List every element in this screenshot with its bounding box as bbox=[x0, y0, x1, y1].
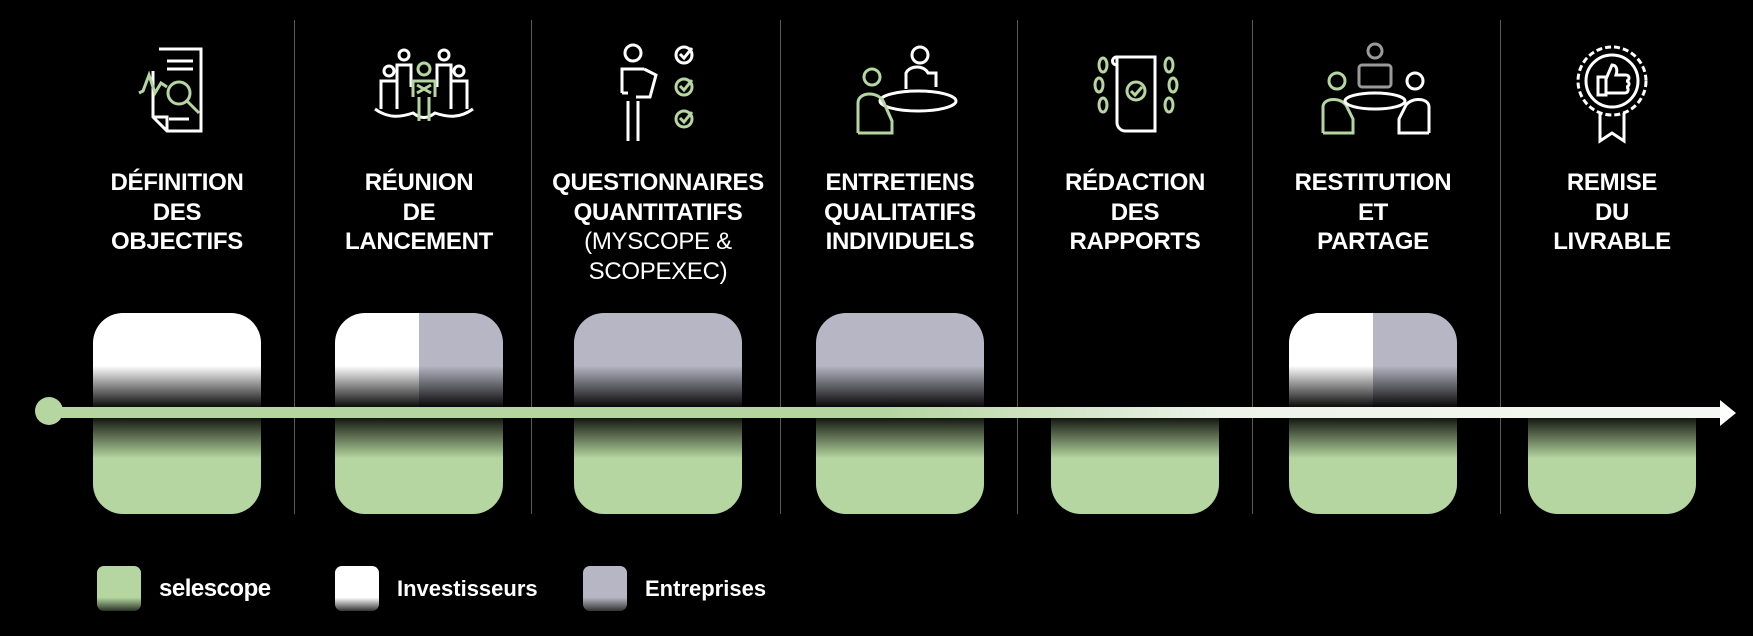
step-title-line: REMISE bbox=[1566, 169, 1658, 196]
participant-selescope bbox=[816, 413, 984, 514]
column-divider bbox=[294, 20, 295, 514]
step-title-line: QUALITATIFS bbox=[824, 198, 976, 226]
timeline-bar bbox=[50, 407, 1722, 418]
legend-item-entreprises: Entreprises bbox=[583, 566, 766, 611]
step-participants-box bbox=[574, 313, 742, 514]
step-title-line: RESTITUTION bbox=[1294, 169, 1452, 196]
step-title-line: RÉUNION bbox=[364, 169, 474, 196]
step-title-line: LANCEMENT bbox=[345, 228, 493, 255]
timeline-start-dot bbox=[35, 397, 63, 425]
step-title-line: OBJECTIFS bbox=[111, 228, 243, 255]
legend-label: Entreprises bbox=[645, 575, 767, 601]
legend-item-investisseurs: Investisseurs bbox=[335, 566, 538, 611]
column-divider bbox=[780, 20, 781, 514]
client-participants bbox=[1528, 313, 1696, 409]
step-subtitle-line: (MYSCOPE & bbox=[584, 228, 732, 255]
legend-label: selescope bbox=[159, 574, 271, 602]
client-participants bbox=[93, 313, 261, 409]
legend-swatch-gray bbox=[583, 566, 627, 611]
step-subtitle-line: SCOPEXEC) bbox=[588, 257, 728, 285]
client-participants bbox=[1289, 313, 1457, 409]
participant-entreprises bbox=[816, 313, 984, 409]
participant-investisseurs bbox=[335, 313, 419, 409]
legend-swatch-white bbox=[335, 566, 379, 611]
step-title-line: ENTRETIENS bbox=[825, 169, 975, 196]
legend-label: Investisseurs bbox=[397, 575, 538, 601]
interview-icon bbox=[856, 45, 958, 135]
participant-selescope bbox=[1289, 413, 1457, 514]
participant-investisseurs bbox=[1289, 313, 1373, 409]
team-meeting-icon bbox=[374, 48, 474, 121]
client-participants bbox=[335, 313, 503, 409]
step-participants-box bbox=[1051, 313, 1219, 514]
participant-entreprises bbox=[1373, 313, 1457, 409]
step-title-line: DÉFINITION bbox=[110, 169, 244, 196]
step-participants-box bbox=[1289, 313, 1457, 514]
step-title-line: PARTAGE bbox=[1317, 228, 1429, 255]
step-title-line: DES bbox=[152, 198, 202, 226]
client-participants bbox=[1051, 313, 1219, 409]
step-title-line: DU bbox=[1594, 198, 1630, 226]
step-title-line: DE bbox=[402, 198, 436, 226]
participant-investisseurs bbox=[93, 313, 261, 409]
participant-entreprises bbox=[574, 313, 742, 409]
column-divider bbox=[1017, 20, 1018, 514]
participant-selescope bbox=[1528, 413, 1696, 514]
column-divider bbox=[1252, 20, 1253, 514]
report-laurel-icon bbox=[1093, 55, 1179, 133]
participant-selescope bbox=[93, 413, 261, 514]
step-participants-box bbox=[816, 313, 984, 514]
column-divider bbox=[531, 20, 532, 514]
participant-entreprises bbox=[419, 313, 503, 409]
step-title-line: QUESTIONNAIRES bbox=[552, 169, 764, 196]
award-thumbs-up-icon bbox=[1576, 45, 1648, 144]
presentation-meeting-icon bbox=[1321, 42, 1431, 135]
participant-selescope bbox=[335, 413, 503, 514]
step-participants-box bbox=[93, 313, 261, 514]
step-title-line: RAPPORTS bbox=[1069, 228, 1201, 255]
step-title-line: ET bbox=[1357, 198, 1389, 226]
step-participants-box bbox=[1528, 313, 1696, 514]
document-analysis-icon bbox=[138, 47, 203, 133]
client-participants bbox=[574, 313, 742, 409]
timeline-arrow-head bbox=[1720, 400, 1736, 426]
legend-item-selescope: selescope bbox=[97, 566, 271, 611]
step-participants-box bbox=[335, 313, 503, 514]
step-title-line: INDIVIDUELS bbox=[825, 228, 975, 255]
step-title-line: DES bbox=[1110, 198, 1160, 226]
client-participants bbox=[816, 313, 984, 409]
survey-checklist-icon bbox=[620, 43, 694, 141]
participant-selescope bbox=[1051, 413, 1219, 514]
participant-selescope bbox=[574, 413, 742, 514]
column-divider bbox=[1500, 20, 1501, 514]
legend-swatch-green bbox=[97, 566, 141, 611]
step-title-line: RÉDACTION bbox=[1065, 169, 1205, 196]
step-title-line: LIVRABLE bbox=[1553, 228, 1671, 255]
step-title-line: QUANTITATIFS bbox=[573, 198, 743, 226]
